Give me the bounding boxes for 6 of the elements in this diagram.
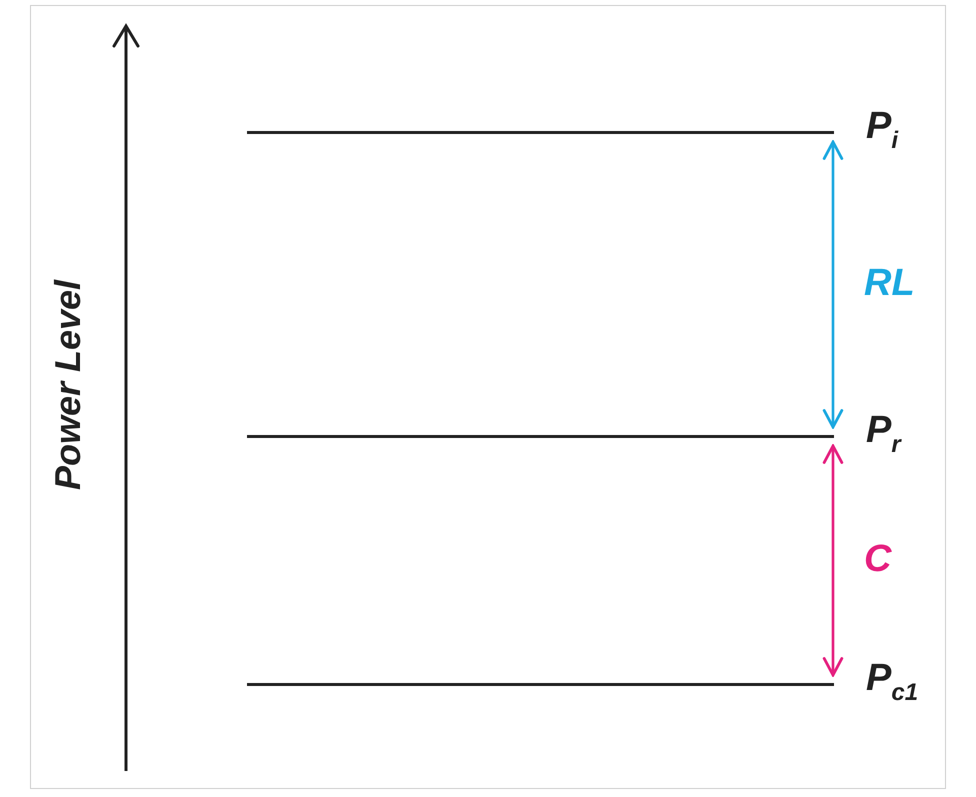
power-level-label: P$_{r}$ — [866, 411, 901, 457]
power-level-label: P$_{i}$ — [866, 107, 898, 153]
power-level-label: P$_{c1}$ — [866, 659, 918, 705]
axis-label: Power Level — [50, 280, 86, 490]
double-arrow — [822, 444, 844, 676]
double-arrow — [822, 140, 844, 428]
